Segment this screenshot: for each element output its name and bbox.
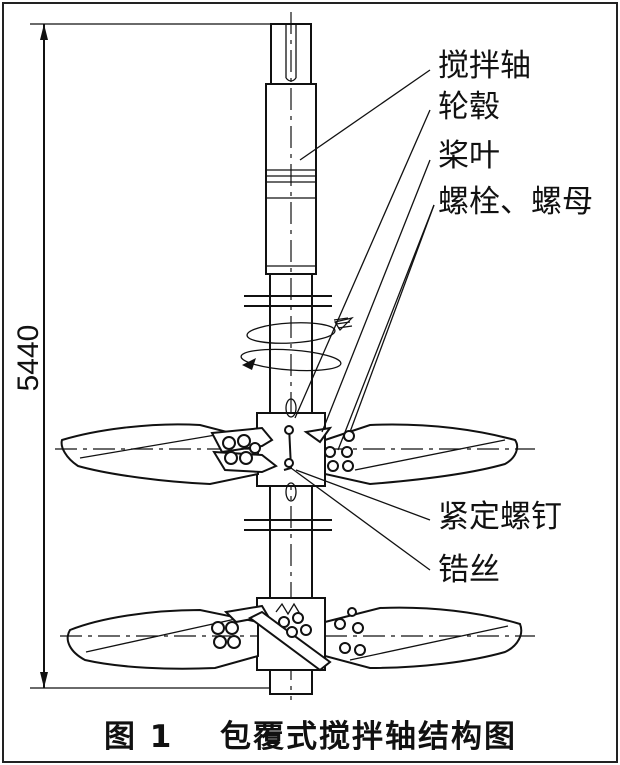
dimension-label: 5440 xyxy=(12,325,45,392)
label-lock-wire: 锆丝 xyxy=(438,552,500,588)
lower-diagonal-blade xyxy=(248,602,332,672)
lower-left-blade xyxy=(60,604,270,670)
dimension-line xyxy=(30,23,290,689)
rotation-arrow xyxy=(240,316,354,372)
lower-right-blade xyxy=(324,606,535,670)
upper-right-blade xyxy=(303,423,535,486)
label-set-screw: 紧定螺钉 xyxy=(438,499,562,535)
leader-lines xyxy=(290,69,435,571)
label-blade: 桨叶 xyxy=(438,138,500,174)
caption-title: 包覆式搅拌轴结构图 xyxy=(220,719,517,755)
upper-left-blade xyxy=(55,423,278,486)
stirring-shaft xyxy=(244,12,332,700)
caption-number: 图 1 xyxy=(104,719,173,755)
label-hub: 轮毂 xyxy=(438,89,500,125)
label-shaft: 搅拌轴 xyxy=(438,48,531,84)
label-bolt-nut: 螺栓、螺母 xyxy=(438,184,593,220)
